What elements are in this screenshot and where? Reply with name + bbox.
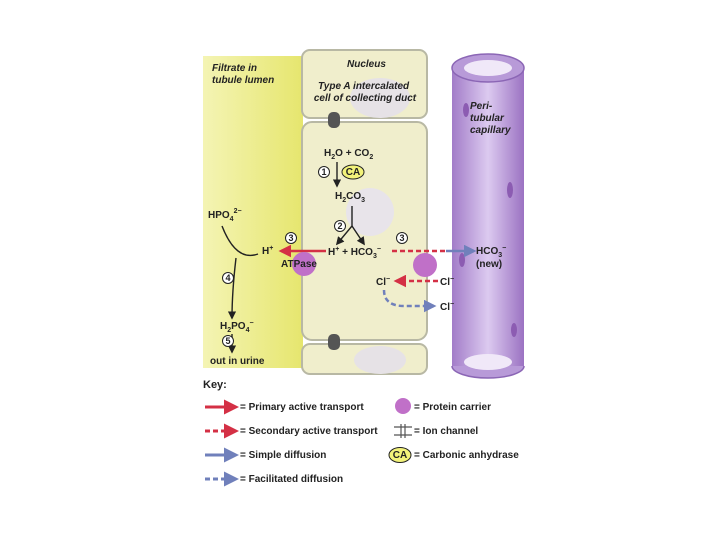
endothelial-nucleus [463,103,469,117]
cl-blood-label-2: Cl− [440,301,454,313]
atpase-label: ATPase [281,259,317,270]
endothelial-nucleus [459,253,465,267]
atpase-carrier [292,252,316,276]
capillary-label: Peri- tubular capillary [470,101,511,136]
hpo4-label: HPO42− [208,208,242,223]
buffer-arrow [221,225,259,257]
tight-junction-top [328,112,340,128]
filtrate-label: Filtrate in tubule lumen [212,63,274,86]
ca-enzyme [341,164,365,180]
nucleus-label: Nucleus [347,59,386,70]
key-facilitated-label: = Facilitated diffusion [240,474,343,485]
step-4-number: 4 [225,273,230,283]
capillary-bottom-opening [451,365,525,379]
tight-junction-bottom [328,334,340,350]
key-simple-label: = Simple diffusion [240,450,326,461]
out-in-urine-label: out in urine [210,356,265,367]
h2o-co2-label: H2O + CO2 [324,148,373,161]
step-3-right-number: 3 [399,233,404,243]
key-carrier-label: = Protein carrier [414,402,491,413]
exchanger-carrier [413,253,437,277]
step-1-number: 1 [321,167,326,177]
key-carrier-circle [395,398,411,414]
new-label: (new) [476,259,502,270]
dissociation-arrow-right [351,225,365,246]
key-ca-label: = Carbonic anhydrase [414,450,519,461]
nucleus [346,188,394,236]
key-ion-channel-label: = Ion channel [414,426,478,437]
capillary-top-lumen [464,60,512,76]
tubule-lumen [203,56,303,368]
step-4-badge [222,272,234,284]
endothelial-nucleus [507,182,513,198]
cl-facilitated-arrow [382,289,437,313]
ca-enzyme-label: CA [346,167,360,178]
step-3-right-badge [396,232,408,244]
key-primary-label: = Primary active transport [240,402,364,413]
h-hco3-label: H+ + HCO3− [328,246,381,260]
step-2-number: 2 [337,221,342,231]
capillary-bottom-lumen [464,354,512,370]
buffer-arrow-down [227,257,237,320]
step-3-left-badge [285,232,297,244]
lower-nucleus [354,346,406,374]
step-3-left-number: 3 [288,233,293,243]
step-1-badge [318,166,330,178]
key-ca-badge-text: CA [393,450,407,461]
h-plus-lumen-label: H+ [262,245,273,257]
endothelial-nucleus [511,323,517,337]
key-secondary-label: = Secondary active transport [240,426,378,437]
capillary-wall [452,68,524,366]
key-ion-channel-icon [394,424,412,438]
key-ca-badge [388,447,412,463]
h2co3-label: H2CO3 [335,191,365,204]
cl-blood-label-1: Cl− [440,276,454,288]
cell-label: Type A intercalated cell of collecting d… [314,81,417,104]
hco3-new-label: HCO3− [476,245,506,259]
step-5-number: 5 [225,336,230,346]
step-2-badge [334,220,346,232]
h2po4-label: H2PO4− [220,320,254,334]
upper-nucleus [350,78,410,118]
key-title: Key: [203,379,227,391]
cl-cell-label: Cl− [376,276,390,288]
step-5-badge [222,335,234,347]
